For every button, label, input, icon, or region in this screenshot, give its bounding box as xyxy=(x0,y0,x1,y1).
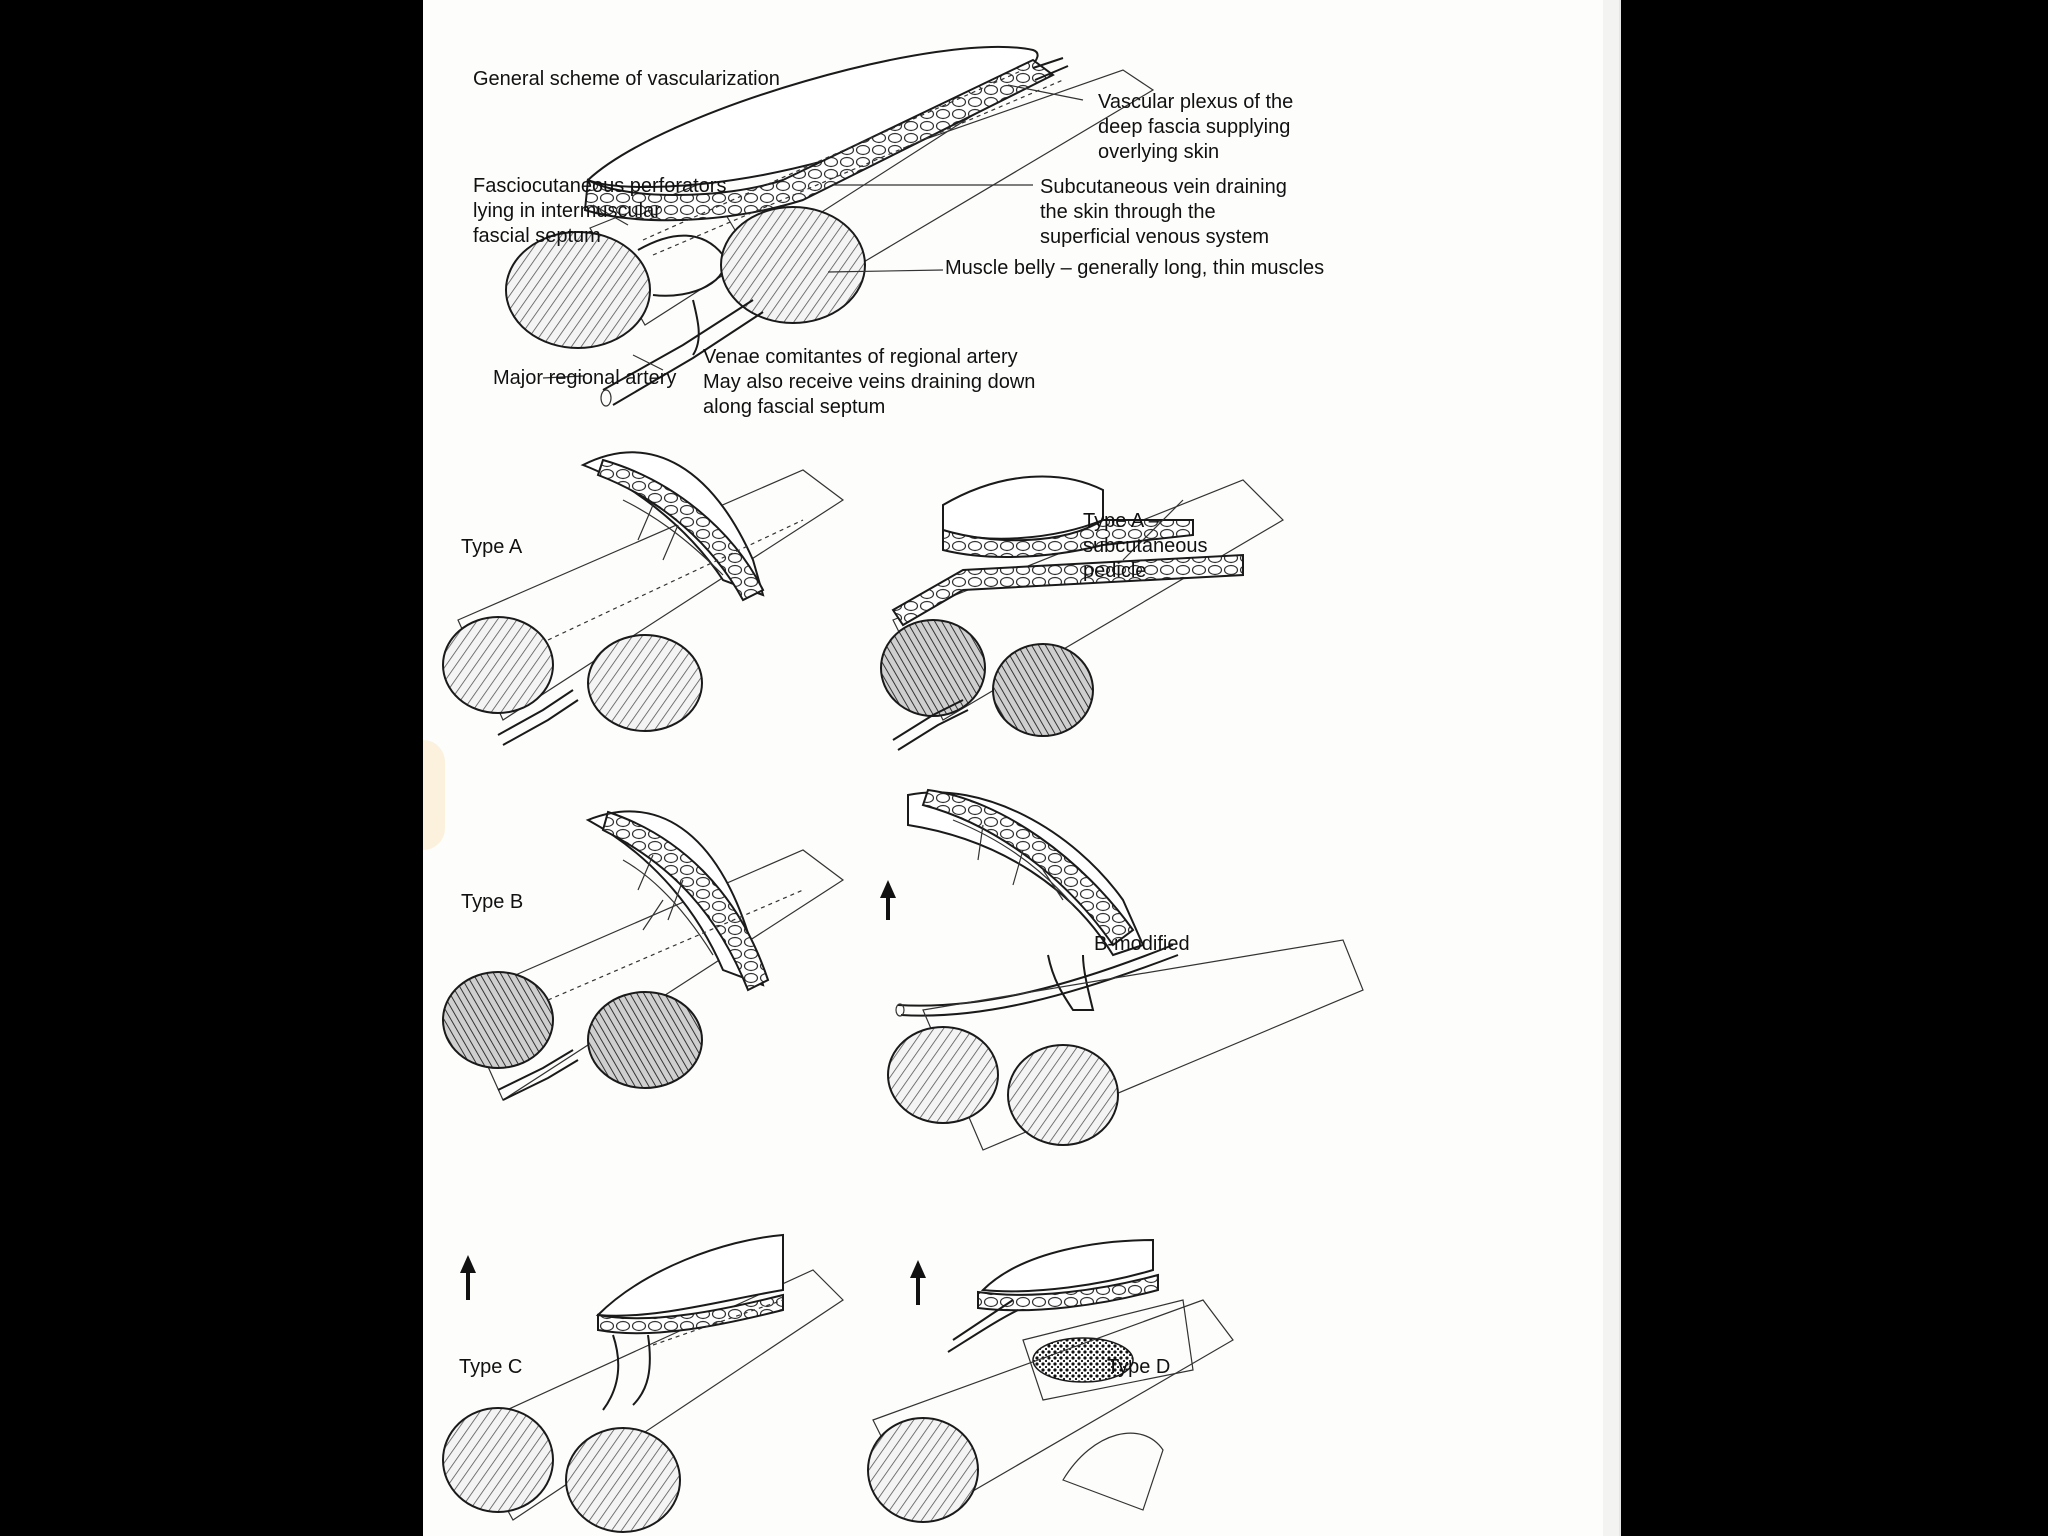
type-a-subcutaneous-illustration xyxy=(881,476,1283,750)
venae-comitantes-label: Venae comitantes of regional artery May … xyxy=(703,345,1035,420)
type-b-label: Type B xyxy=(461,890,523,915)
b-modified-label: B-modified xyxy=(1094,932,1190,957)
type-c-illustration xyxy=(443,1235,843,1532)
type-a-illustration xyxy=(443,452,843,745)
type-c-label: Type C xyxy=(459,1355,522,1380)
type-b-illustration xyxy=(443,811,843,1100)
muscle-belly-label: Muscle belly – generally long, thin musc… xyxy=(945,256,1324,281)
vascular-plexus-label: Vascular plexus of the deep fascia suppl… xyxy=(1098,90,1293,165)
fasciocutaneous-perforators-label: Fasciocutaneous perforators lying in int… xyxy=(473,174,726,249)
type-a-subcutaneous-label: Type A – subcutaneous pedicle xyxy=(1083,509,1208,584)
left-black-band xyxy=(0,0,423,1536)
type-a-label: Type A xyxy=(461,535,522,560)
subcutaneous-vein-label: Subcutaneous vein draining the skin thro… xyxy=(1040,175,1287,250)
b-modified-illustration xyxy=(880,790,1363,1150)
general-scheme-title: General scheme of vascularization xyxy=(473,67,780,92)
type-d-illustration xyxy=(868,1240,1233,1522)
scanned-page: General scheme of vascularization Vascul… xyxy=(423,0,1621,1536)
major-regional-artery-label: Major regional artery xyxy=(493,366,676,391)
type-d-label: Type D xyxy=(1107,1355,1170,1380)
right-black-band xyxy=(1621,0,2048,1536)
